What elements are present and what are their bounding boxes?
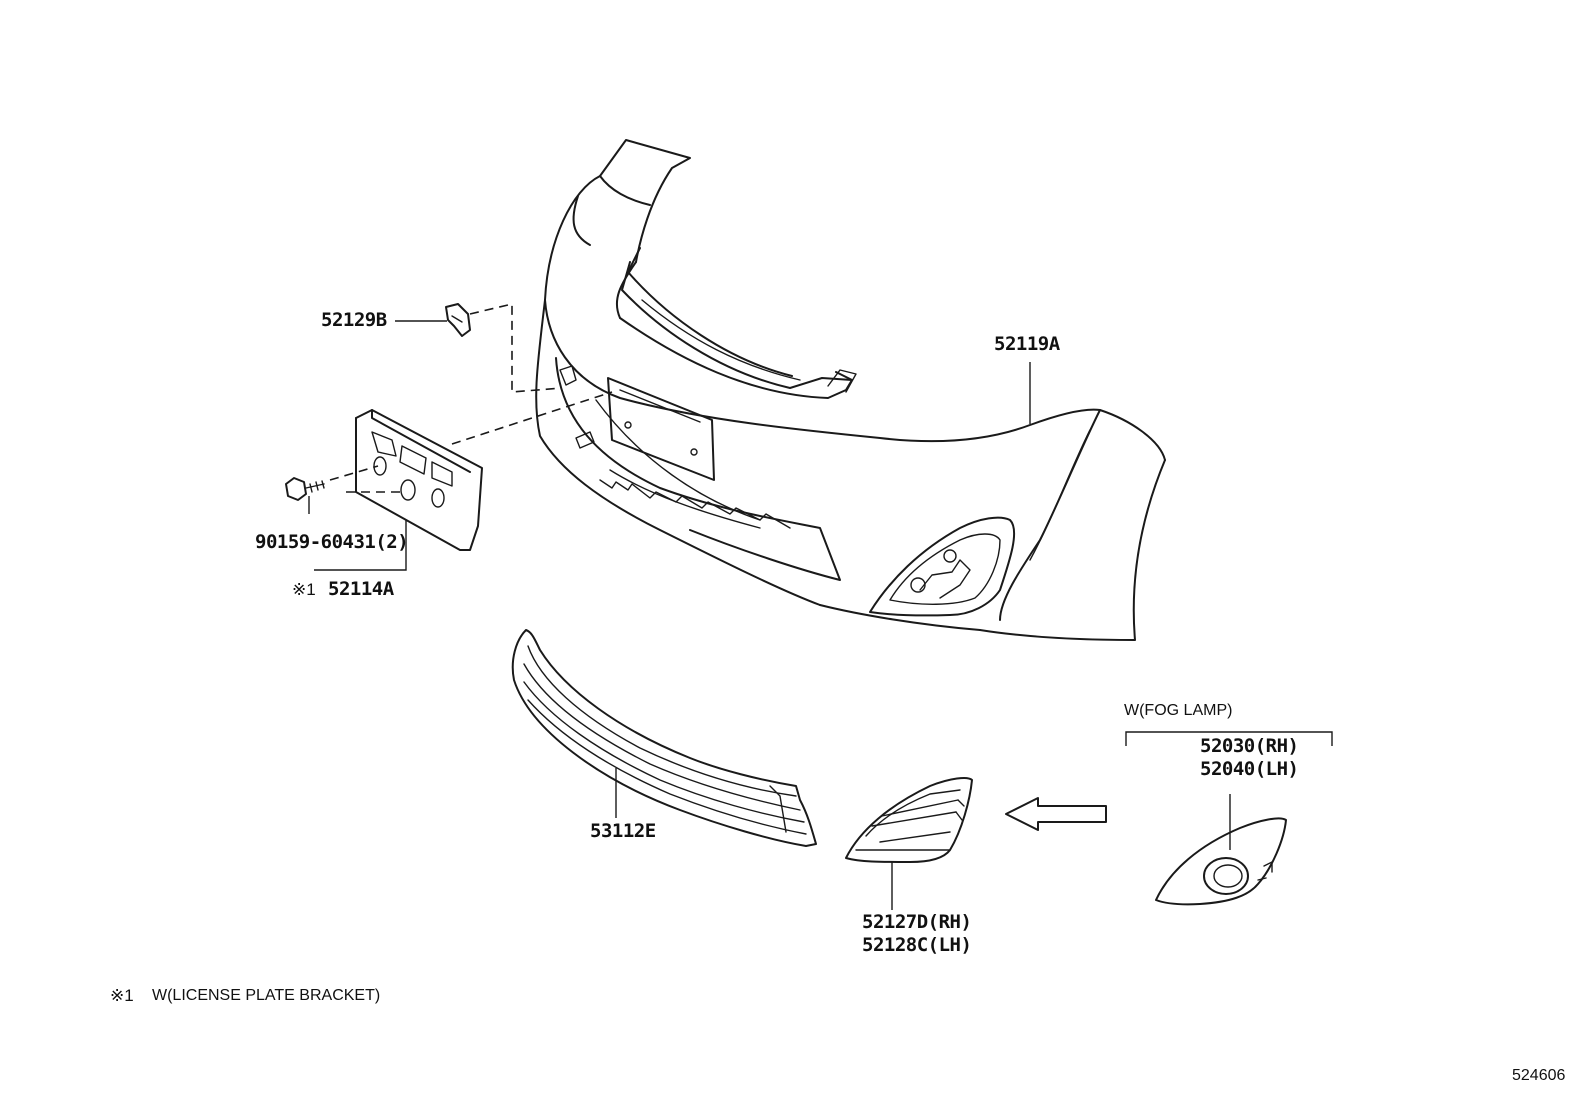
- part-number-52114a[interactable]: 52114A: [328, 578, 394, 600]
- bracket-clip-part[interactable]: [445, 303, 471, 337]
- part-number-53112e[interactable]: 53112E: [590, 820, 656, 842]
- part-number-52129b[interactable]: 52129B: [321, 309, 387, 331]
- license-bracket-leader: [383, 520, 407, 571]
- license-bracket-part[interactable]: [355, 409, 483, 551]
- part-number-52127d-rh[interactable]: 52127D(RH): [862, 911, 972, 933]
- bumper-cover-part[interactable]: [535, 139, 1166, 641]
- license-bracket-dashed-guide: [451, 391, 613, 445]
- fog-cover-part[interactable]: [845, 777, 973, 863]
- fog-lamp-part[interactable]: [1155, 817, 1287, 906]
- part-number-52119a[interactable]: 52119A: [994, 333, 1060, 355]
- left-arrow-icon: [1005, 797, 1107, 831]
- part-number-52128c-lh[interactable]: 52128C(LH): [862, 934, 972, 956]
- part-number-52040-lh[interactable]: 52040(LH): [1200, 758, 1299, 780]
- part-number-90159-60431[interactable]: 90159-60431(2): [255, 531, 409, 553]
- bolt-part[interactable]: [285, 477, 325, 501]
- lower-grille-part[interactable]: [511, 629, 817, 847]
- bracket-clip-dashed-guide: [469, 302, 563, 393]
- license-bracket-marker: ※1: [292, 580, 316, 599]
- fog-lamp-bracket-line: [1125, 731, 1333, 746]
- fog-lamp-condition: W(FOG LAMP): [1124, 702, 1233, 719]
- bolt-dashed-guide: [329, 465, 404, 493]
- diagram-id: 524606: [1512, 1067, 1566, 1084]
- footnote-text: W(LICENSE PLATE BRACKET): [152, 987, 381, 1004]
- footnote-marker: ※1: [110, 986, 134, 1005]
- part-number-52030-rh[interactable]: 52030(RH): [1200, 735, 1299, 757]
